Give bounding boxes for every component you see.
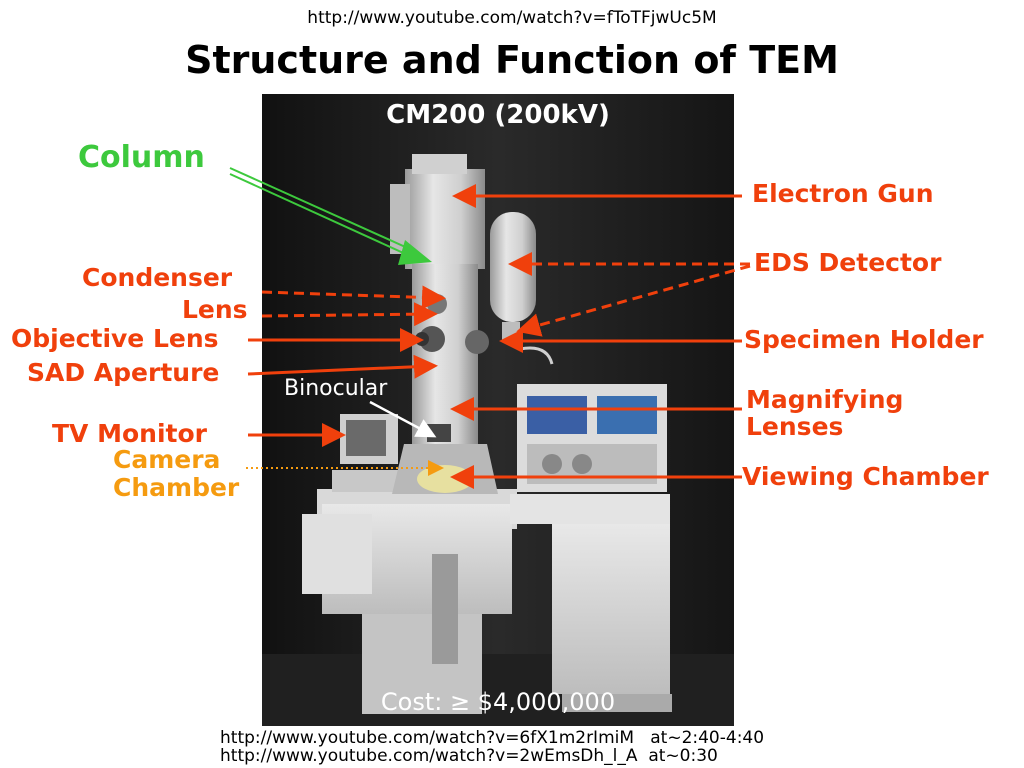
label-camera-line1: Camera [113,445,221,474]
source-url[interactable]: http://www.youtube.com/watch?v=fToTFjwUc… [307,8,717,28]
slide-title: Structure and Function of TEM [185,38,839,82]
condenser-arrow-2 [261,302,438,327]
cost-label: Cost: ≥ $4,000,000 [380,688,616,716]
sad-arrow [247,354,438,379]
label-camera-line2: Chamber [113,473,240,502]
eds-arrow-2 [516,264,751,337]
label-sad-aperture: SAD Aperture [27,358,220,387]
model-label: CM200 (200kV) [386,100,610,130]
label-column: Column [78,140,205,175]
label-viewing-chamber: Viewing Chamber [742,462,989,491]
column-arrow [229,167,432,265]
label-specimen-holder: Specimen Holder [744,325,984,354]
footer-url-2[interactable]: http://www.youtube.com/watch?v=2wEmsDh_l… [220,746,718,766]
label-magnifying-line1: Magnifying [746,385,904,414]
label-electron-gun: Electron Gun [752,179,934,208]
label-tv-monitor: TV Monitor [52,419,207,448]
condenser-arrow-1 [261,285,446,310]
label-condenser-line2: Lens [182,295,248,324]
label-eds-detector: EDS Detector [754,248,942,277]
binocular-label: Binocular [284,376,388,401]
label-magnifying-line2: Lenses [746,412,844,441]
label-condenser-line1: Condenser [82,263,233,292]
footer-url-1[interactable]: http://www.youtube.com/watch?v=6fX1m2rIm… [220,728,765,748]
binocular-arrow [369,400,437,438]
label-objective-lens: Objective Lens [11,324,219,353]
